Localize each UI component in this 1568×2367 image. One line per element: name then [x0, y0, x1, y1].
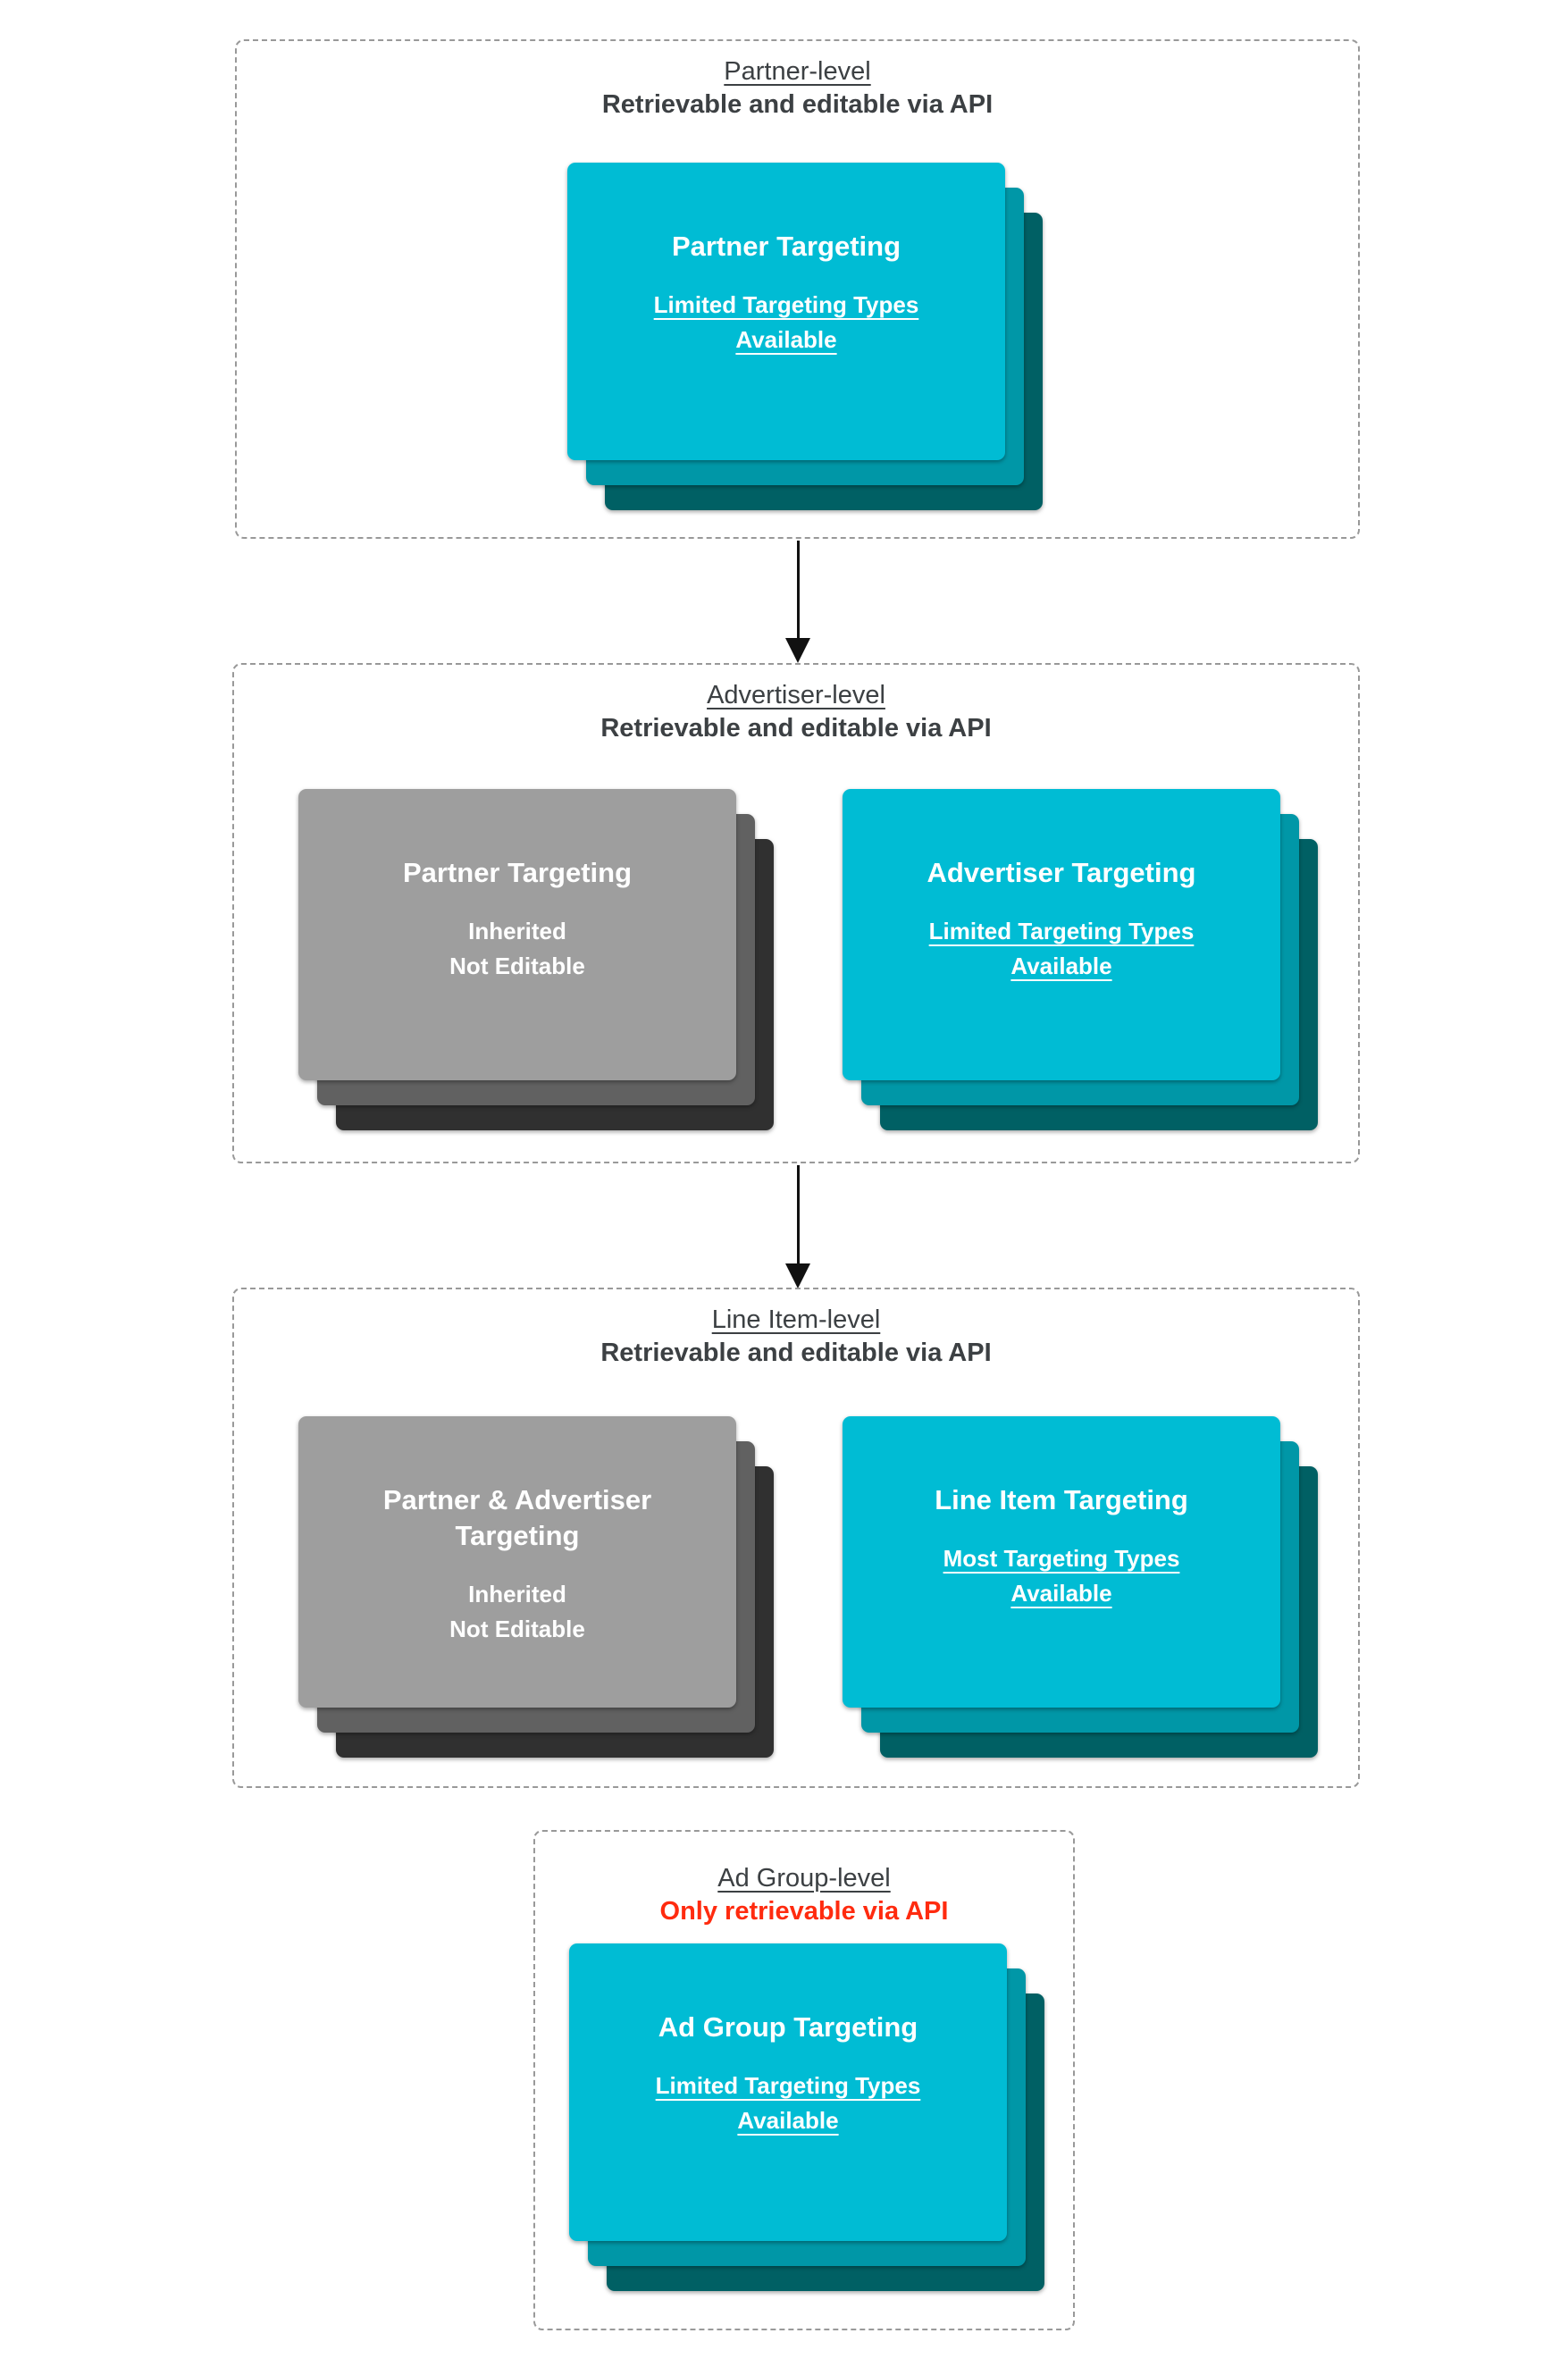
section-title: Advertiser-level: [707, 681, 885, 709]
section-title: Line Item-level: [711, 1305, 881, 1334]
card-subtitle-line: Not Editable: [449, 1616, 585, 1642]
card-partner-advertiser-targeting-inherited: Partner & Advertiser Targeting Inherited…: [298, 1416, 736, 1708]
card-partner-targeting: Partner Targeting Limited Targeting Type…: [567, 163, 1005, 460]
arrow-head: [785, 1263, 810, 1288]
section-subtitle: Retrievable and editable via API: [601, 90, 994, 119]
section-subtitle: Retrievable and editable via API: [600, 714, 992, 743]
card-title: Ad Group Targeting: [658, 2011, 918, 2043]
card-line-item-targeting: Line Item Targeting Most Targeting Types…: [843, 1416, 1280, 1708]
card-subtitle-line: Available: [1010, 1580, 1112, 1607]
section-title: Partner-level: [724, 57, 871, 86]
section-ad-group-level: Ad Group-level Only retrievable via API …: [533, 1830, 1075, 2330]
card-subtitle-line: Available: [735, 326, 837, 353]
card-title: Line Item Targeting: [935, 1484, 1188, 1515]
card-title: Partner & Advertiser Targeting: [382, 1484, 652, 1551]
section-advertiser-level: Advertiser-level Retrievable and editabl…: [232, 663, 1360, 1163]
card-subtitle-line: Limited Targeting Types: [653, 291, 919, 318]
card-subtitle: Inherited Not Editable: [348, 1577, 686, 1647]
card-advertiser-targeting: Advertiser Targeting Limited Targeting T…: [843, 789, 1280, 1080]
card-subtitle: Limited Targeting Types Available: [893, 914, 1230, 984]
card-title: Advertiser Targeting: [927, 857, 1196, 888]
card-stack-inherited-partner-advertiser-targeting: Partner & Advertiser Targeting Inherited…: [298, 1416, 774, 1758]
card-title: Partner Targeting: [671, 231, 901, 262]
card-stack-ad-group-targeting: Ad Group Targeting Limited Targeting Typ…: [569, 1943, 1044, 2291]
arrow-head: [785, 638, 810, 663]
card-subtitle: Inherited Not Editable: [348, 914, 686, 984]
card-stack-partner-targeting: Partner Targeting Limited Targeting Type…: [567, 163, 1043, 510]
section-subtitle: Only retrievable via API: [659, 1897, 949, 1926]
section-title: Ad Group-level: [717, 1864, 891, 1893]
card-subtitle-line: Limited Targeting Types: [928, 918, 1195, 944]
arrow-shaft: [796, 1165, 800, 1265]
card-ad-group-targeting: Ad Group Targeting Limited Targeting Typ…: [569, 1943, 1007, 2241]
card-subtitle: Limited Targeting Types Available: [619, 2069, 957, 2138]
card-subtitle-line: Available: [737, 2107, 839, 2134]
card-subtitle-line: Limited Targeting Types: [655, 2072, 921, 2099]
card-subtitle-line: Inherited: [468, 918, 566, 944]
section-partner-level: Partner-level Retrievable and editable v…: [235, 39, 1360, 539]
card-subtitle-line: Inherited: [468, 1581, 566, 1607]
card-stack-inherited-partner-targeting: Partner Targeting Inherited Not Editable: [298, 789, 774, 1130]
section-line-item-level: Line Item-level Retrievable and editable…: [232, 1288, 1360, 1788]
card-stack-advertiser-targeting: Advertiser Targeting Limited Targeting T…: [843, 789, 1318, 1130]
card-stack-line-item-targeting: Line Item Targeting Most Targeting Types…: [843, 1416, 1318, 1758]
card-subtitle-line: Available: [1010, 953, 1112, 979]
card-subtitle: Limited Targeting Types Available: [617, 288, 955, 357]
section-subtitle: Retrievable and editable via API: [600, 1339, 992, 1367]
flow-arrow-advertiser-to-line-item: [785, 1165, 810, 1288]
card-title: Partner Targeting: [402, 857, 633, 888]
arrow-shaft: [796, 541, 800, 640]
card-partner-targeting-inherited: Partner Targeting Inherited Not Editable: [298, 789, 736, 1080]
card-subtitle-line: Most Targeting Types: [943, 1545, 1180, 1572]
card-subtitle-line: Not Editable: [449, 953, 585, 979]
card-subtitle: Most Targeting Types Available: [893, 1541, 1230, 1611]
flow-arrow-partner-to-advertiser: [785, 541, 810, 663]
